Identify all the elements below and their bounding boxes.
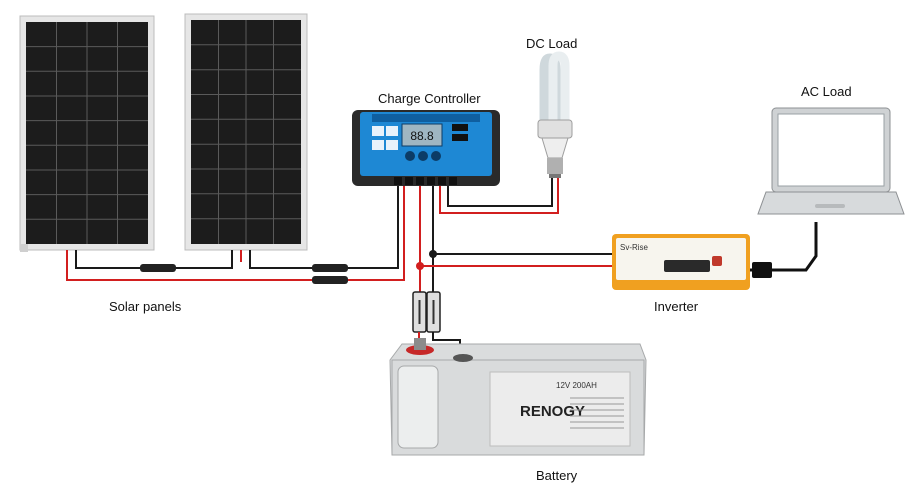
junction-positive [416, 262, 424, 270]
battery: RENOGY 12V 200AH [389, 338, 647, 456]
ac-power-cable [750, 222, 818, 272]
ac-load-label: AC Load [801, 84, 852, 99]
dc-load-negative-wire [447, 178, 553, 207]
controller-button-2 [418, 151, 428, 161]
inverter-label: Inverter [654, 299, 699, 314]
charge-controller-label: Charge Controller [378, 91, 481, 106]
dc-load-positive-wire [439, 178, 559, 214]
solar-panel-1 [19, 15, 155, 252]
usb-port [452, 124, 468, 131]
fuse-icon [412, 291, 441, 333]
ac-plug [752, 262, 772, 278]
battery-brand: RENOGY [520, 403, 585, 420]
solar-panel-2 [184, 13, 308, 251]
laptop-icon [757, 107, 905, 215]
inverter: Sv-Rise [612, 234, 750, 290]
usb-port [452, 134, 468, 141]
solar-panels-label: Solar panels [109, 299, 182, 314]
controller-button-3 [431, 151, 441, 161]
battery-model: 12V 200AH [556, 381, 597, 390]
lcd-reading: 88.8 [410, 129, 434, 143]
mc4-connectors [140, 264, 348, 284]
inverter-display [664, 260, 710, 272]
dc-load-label: DC Load [526, 36, 578, 51]
controller-button-1 [405, 151, 415, 161]
battery-caption: Battery [536, 468, 578, 483]
battery-label [489, 371, 631, 447]
junction-negative [429, 250, 437, 258]
cfl-bulb-icon [537, 51, 573, 178]
controller-lcd [401, 123, 443, 147]
charge-controller: 88.8 [352, 110, 500, 186]
panel-positive-wire [66, 186, 405, 281]
inverter-brand: Sv-Rise [620, 243, 649, 252]
